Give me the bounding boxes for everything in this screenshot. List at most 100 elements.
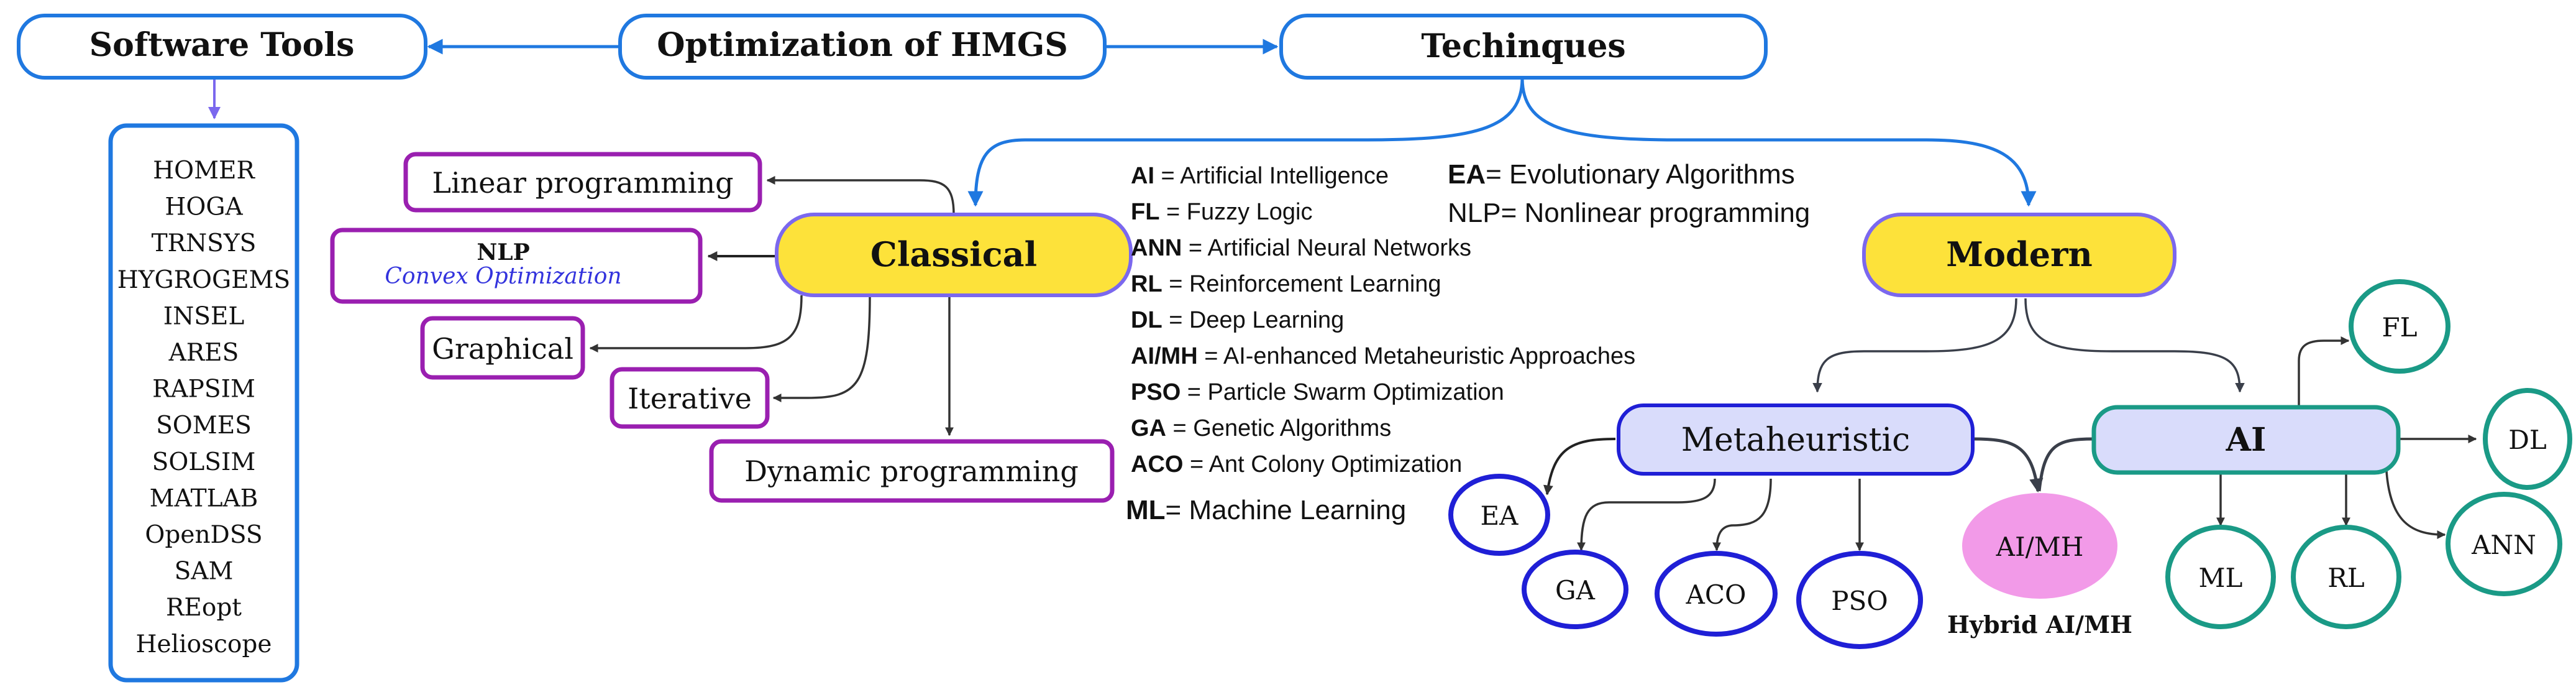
legend-key: DL	[1131, 307, 1162, 333]
ml-node: ML	[2165, 525, 2276, 629]
software-tool-item: INSEL	[163, 302, 245, 330]
legend-entry: ACO = Ant Colony Optimization	[1131, 451, 1462, 477]
legend-key: EA	[1448, 159, 1486, 190]
legend: AI = Artificial Intelligence FL = Fuzzy L…	[1126, 159, 1810, 525]
legend-definition: = Evolutionary Algorithms	[1486, 159, 1795, 190]
legend-entry: AI = Artificial Intelligence	[1131, 163, 1389, 189]
legend-entry-extra: EA= Evolutionary Algorithms	[1448, 159, 1795, 190]
header-software-node: Software Tools	[17, 14, 427, 80]
legend-key: PSO	[1131, 379, 1181, 405]
legend-entry: ANN = Artificial Neural Networks	[1131, 235, 1471, 261]
legend-key: FL	[1131, 199, 1159, 225]
arrow-meta-to-aco	[1712, 478, 1772, 551]
nlp-label: NLP	[477, 239, 529, 265]
rl-node: RL	[2291, 525, 2401, 629]
software-tool-item: ARES	[168, 339, 239, 367]
software-tool-item: HOMER	[153, 157, 255, 185]
modern-node: Modern	[1862, 213, 2176, 297]
graphical-label: Graphical	[432, 332, 573, 366]
legend-entry: PSO = Particle Swarm Optimization	[1131, 379, 1504, 405]
arrow-meta-to-ga	[1577, 478, 1716, 551]
legend-definition: = Genetic Algorithms	[1166, 415, 1391, 441]
header-center-node: Optimization of HMGS	[618, 14, 1107, 80]
nlp-node: NLP Convex Optimization	[330, 228, 703, 304]
convex-optimization-label: Convex Optimization	[385, 264, 621, 289]
ml-label: ML	[2199, 563, 2243, 593]
metaheuristic-node: Metaheuristic	[1617, 403, 1975, 476]
dl-label: DL	[2508, 425, 2547, 455]
software-tool-item: SOLSIM	[152, 448, 256, 476]
arrow-classical-to-iterative	[772, 295, 871, 402]
legend-entry: FL = Fuzzy Logic	[1131, 199, 1313, 225]
legend-definition: = Ant Colony Optimization	[1183, 451, 1462, 477]
ann-node: ANN	[2446, 492, 2562, 596]
connectors	[208, 39, 2477, 551]
header-techniques-label: Techinques	[1421, 27, 1625, 65]
legend-definition: = Nonlinear programming	[1501, 198, 1811, 228]
aco-node: ACO	[1655, 551, 1778, 637]
metaheuristic-label: Metaheuristic	[1681, 422, 1911, 459]
header-center-label: Optimization of HMGS	[657, 26, 1068, 64]
ga-node: GA	[1522, 550, 1628, 629]
dynamic-programming-node: Dynamic programming	[709, 439, 1115, 503]
legend-key: AI/MH	[1131, 343, 1198, 369]
software-tool-item: TRNSYS	[152, 229, 257, 257]
arrow-techniques-to-modern	[1520, 77, 2037, 207]
legend-key: ANN	[1131, 235, 1182, 261]
pso-label: PSO	[1831, 586, 1888, 616]
arrow-modern-to-ai	[2024, 298, 2245, 393]
ai-node: AI	[2091, 405, 2401, 475]
software-tool-item: OpenDSS	[145, 521, 262, 549]
software-tools-list: HOMER HOGA TRNSYS HYGROGEMS INSEL ARES RAPSIM S…	[108, 123, 299, 683]
legend-entry: RL = Reinforcement Learning	[1131, 271, 1441, 297]
iterative-label: Iterative	[628, 382, 752, 415]
software-tool-item: SOMES	[156, 412, 252, 440]
legend-definition: = AI-enhanced Metaheuristic Approaches	[1198, 343, 1636, 369]
legend-entry: DL = Deep Learning	[1131, 307, 1344, 333]
legend-definition: = Particle Swarm Optimization	[1181, 379, 1504, 405]
dynamic-programming-label: Dynamic programming	[744, 454, 1079, 488]
legend-definition: = Deep Learning	[1162, 307, 1345, 333]
ea-node: EA	[1448, 474, 1550, 556]
dl-node: DL	[2483, 388, 2572, 490]
legend-key: AI	[1131, 163, 1154, 189]
legend-entry: ML= Machine Learning	[1126, 495, 1406, 525]
software-tool-item: HYGROGEMS	[117, 266, 291, 294]
arrow-ai-to-fl	[2298, 336, 2350, 407]
graphical-node: Graphical	[420, 316, 585, 380]
modern-label: Modern	[1946, 234, 2093, 274]
legend-entry-extra: NLP= Nonlinear programming	[1448, 198, 1810, 228]
arrow-techniques-to-classical	[967, 77, 1524, 207]
legend-key: ACO	[1131, 451, 1183, 477]
legend-definition: = Artificial Intelligence	[1154, 163, 1389, 189]
aco-label: ACO	[1686, 579, 1747, 610]
software-tool-item: RAPSIM	[152, 376, 255, 403]
legend-key: RL	[1131, 271, 1162, 297]
fl-node: FL	[2349, 279, 2450, 374]
legend-key: NLP	[1448, 198, 1501, 228]
software-tool-item: REopt	[166, 594, 242, 622]
classical-node: Classical	[775, 213, 1133, 297]
legend-key: GA	[1131, 415, 1166, 441]
software-tool-item: MATLAB	[150, 484, 258, 512]
legend-definition: = Reinforcement Learning	[1162, 271, 1441, 297]
legend-entry: AI/MH = AI-enhanced Metaheuristic Approa…	[1131, 343, 1635, 369]
legend-definition: = Artificial Neural Networks	[1182, 235, 1471, 261]
legend-definition: = Machine Learning	[1166, 495, 1407, 525]
ea-label: EA	[1481, 500, 1519, 531]
software-tool-item: SAM	[175, 558, 234, 586]
hybrid-node: AI/MH Hybrid AI/MH	[1947, 493, 2132, 639]
hybrid-caption: Hybrid AI/MH	[1947, 611, 2132, 639]
ga-label: GA	[1555, 575, 1596, 606]
hybrid-label: AI/MH	[1996, 532, 2084, 562]
ai-label: AI	[2226, 421, 2267, 459]
fl-label: FL	[2382, 312, 2417, 343]
legend-entry: GA = Genetic Algorithms	[1131, 415, 1391, 441]
software-tool-item: HOGA	[165, 193, 243, 221]
pso-node: PSO	[1796, 551, 1923, 649]
classical-label: Classical	[870, 234, 1037, 274]
arrow-modern-to-metaheuristic	[1812, 298, 2017, 393]
arrow-meta-to-ea	[1543, 438, 1616, 496]
header-techniques-node: Techinques	[1279, 14, 1768, 80]
